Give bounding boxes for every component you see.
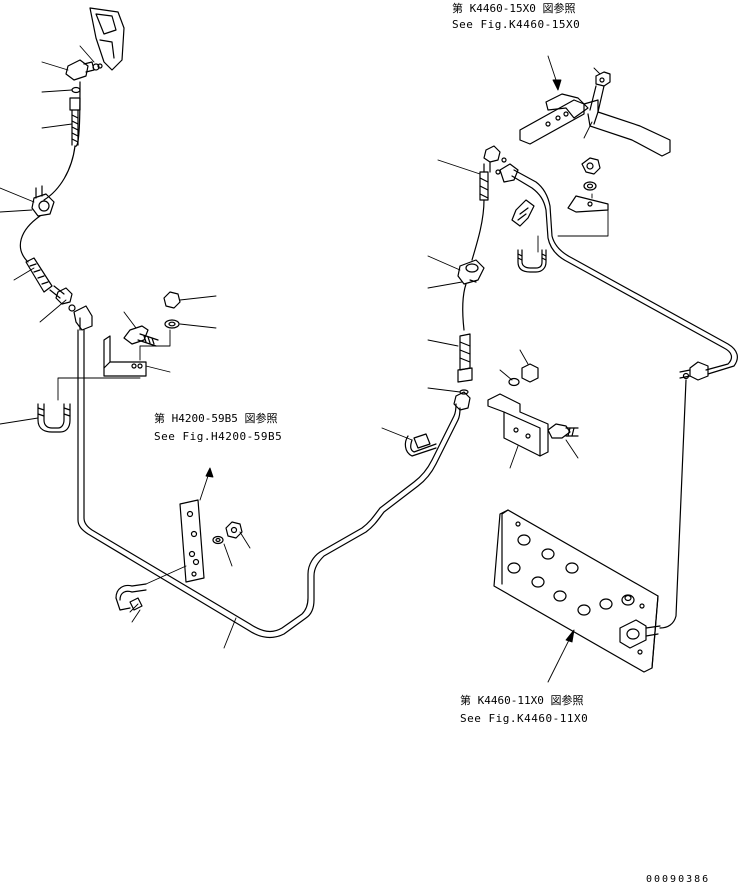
right-center-bracket xyxy=(487,363,579,457)
lower-left-clip xyxy=(115,583,147,623)
ref-k4460-15x0-en: See Fig.K4460-15X0 xyxy=(452,18,581,31)
ref-h4200-59b5-en: See Fig.H4200-59B5 xyxy=(154,430,283,443)
leader-lines-right-center xyxy=(499,349,579,469)
center-sensor-assembly xyxy=(453,145,507,411)
leader-lines-middle xyxy=(199,467,251,567)
leader-lines-right-upper xyxy=(547,55,601,139)
right-upper-bracket-assembly xyxy=(511,71,671,273)
leader-lines-right-lower xyxy=(547,629,575,683)
middle-mounting-plate xyxy=(145,499,243,585)
left-upper-sensor-assembly xyxy=(19,7,125,331)
right-lower-connector-panel xyxy=(493,509,661,673)
left-bracket-assembly xyxy=(37,291,181,433)
ref-k4460-11x0-jp: 第 K4460-11X0 図参照 xyxy=(460,694,584,707)
ref-k4460-15x0-jp: 第 K4460-15X0 図参照 xyxy=(452,2,576,15)
leader-main-pipe xyxy=(223,617,237,649)
ref-k4460-11x0-en: See Fig.K4460-11X0 xyxy=(460,712,589,725)
ref-h4200-59b5-jp: 第 H4200-59B5 図参照 xyxy=(154,412,278,425)
right-pipe xyxy=(495,163,738,629)
main-pipe-left xyxy=(77,329,461,639)
leader-lines-left-upper xyxy=(0,45,95,323)
leader-lines-center-sensor xyxy=(427,159,481,393)
center-pipe-clip xyxy=(381,427,437,457)
leader-lines-left-bracket xyxy=(0,295,217,425)
drawing-code: 00090386 xyxy=(646,874,711,885)
